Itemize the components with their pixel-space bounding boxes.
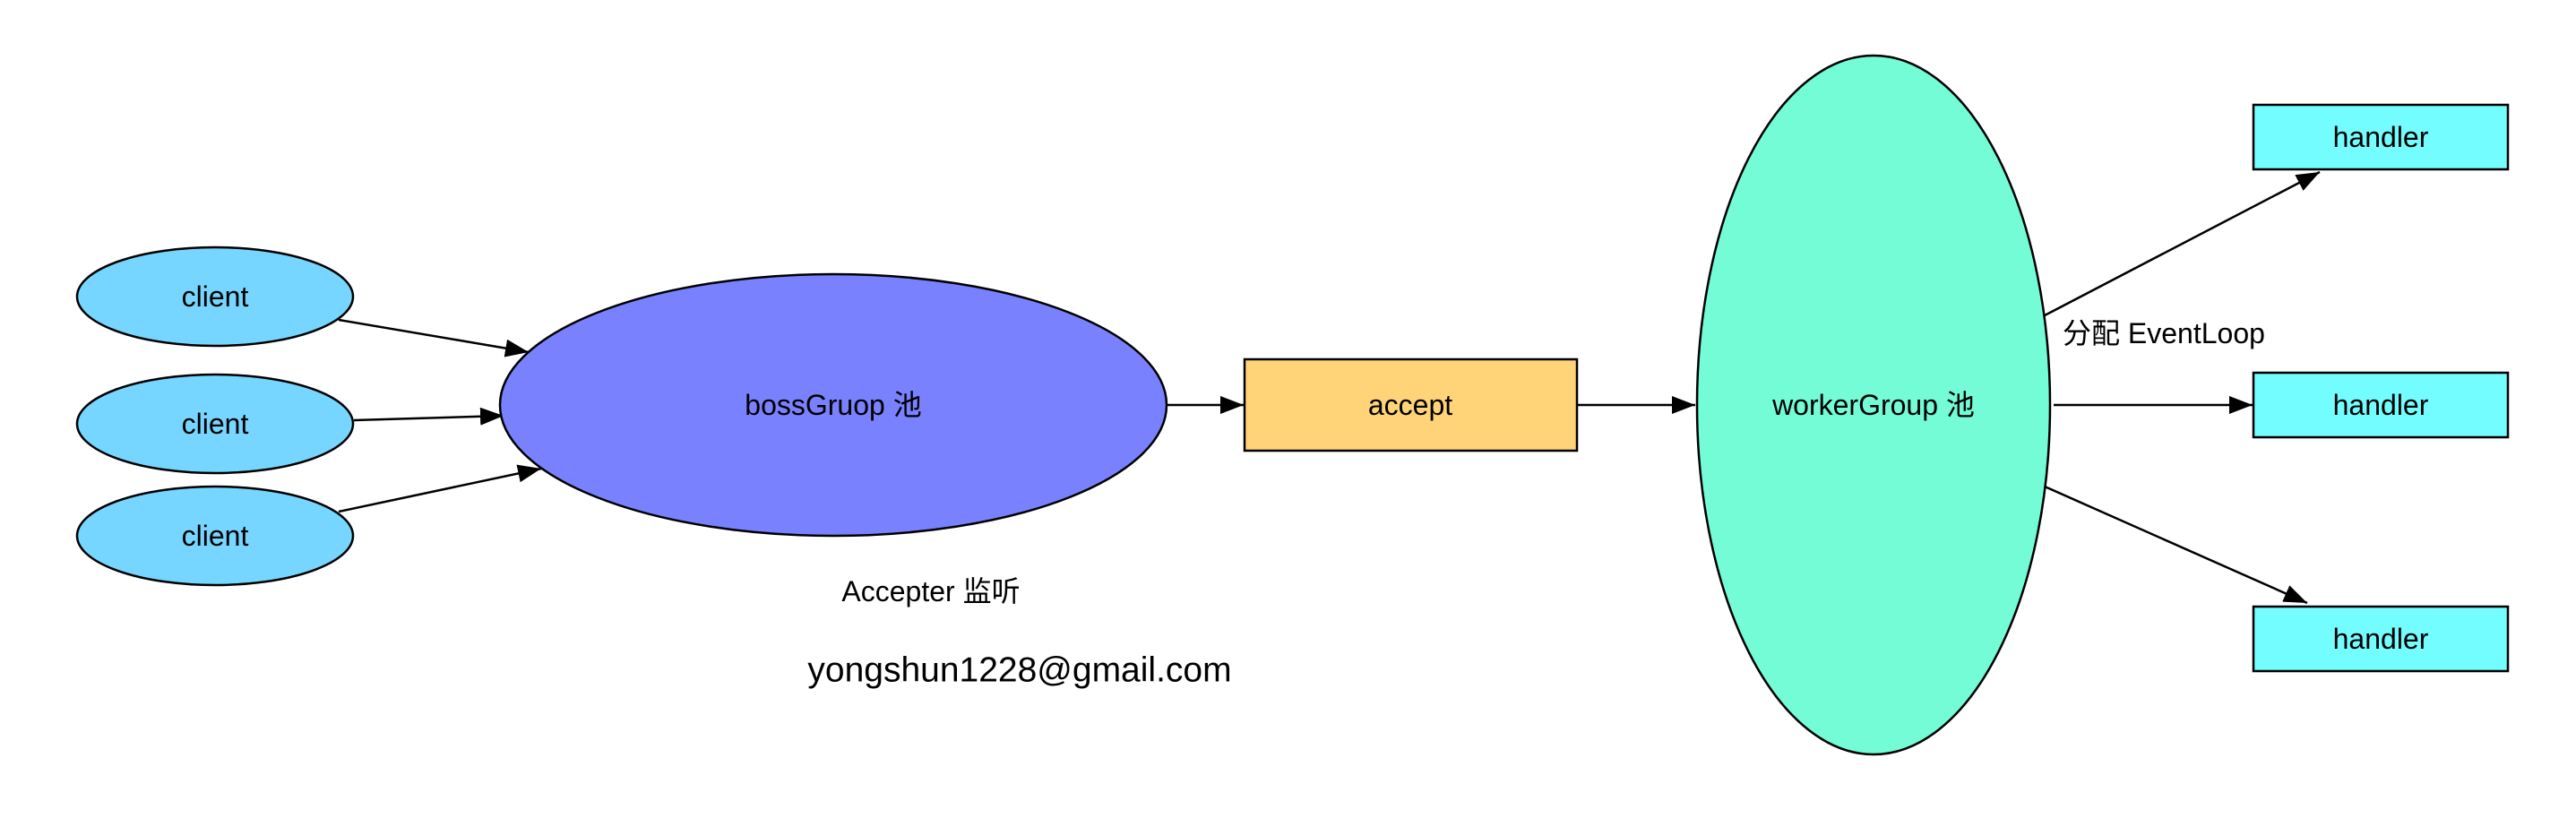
worker-group-node: workerGroup 池	[1695, 54, 2052, 756]
handler-box	[2252, 371, 2510, 439]
boss-group-label: bossGruop 池	[745, 389, 921, 421]
accept-box	[1243, 358, 1579, 452]
edge-worker-to-handler-3	[2044, 485, 2308, 605]
client-ellipse	[75, 485, 355, 587]
handler-box	[2252, 605, 2510, 673]
accept-node: accept	[1243, 358, 1579, 452]
dispatch-caption: 分配 EventLoop	[2063, 317, 2265, 349]
edge-worker-to-handler-1	[2044, 170, 2321, 317]
handler-node: handler	[2252, 605, 2510, 673]
client-label: client	[182, 520, 249, 552]
worker-group-ellipse	[1695, 54, 2052, 756]
handler-label: handler	[2333, 121, 2429, 153]
client-label: client	[182, 408, 249, 440]
author-email: yongshun1228@gmail.com	[807, 651, 1231, 690]
boss-group-ellipse	[498, 272, 1168, 538]
edge-client-2-to-boss	[353, 407, 504, 426]
client-ellipse	[75, 373, 355, 475]
handler-node: handler	[2252, 103, 2510, 171]
handler-label: handler	[2333, 389, 2429, 421]
handler-label: handler	[2333, 623, 2429, 655]
acceptor-caption: Accepter 监听	[841, 575, 1020, 607]
accept-label: accept	[1368, 389, 1452, 421]
handler-node: handler	[2252, 371, 2510, 439]
boss-group-node: bossGruop 池	[498, 272, 1168, 538]
client-node: client	[75, 485, 355, 587]
edge-client-3-to-boss	[338, 464, 542, 513]
client-label: client	[182, 280, 249, 313]
client-ellipse	[75, 246, 355, 348]
worker-group-label: workerGroup 池	[1771, 389, 1975, 421]
client-node: client	[75, 246, 355, 348]
handler-box	[2252, 103, 2510, 171]
edge-client-1-to-boss	[338, 318, 530, 358]
client-node: client	[75, 373, 355, 475]
